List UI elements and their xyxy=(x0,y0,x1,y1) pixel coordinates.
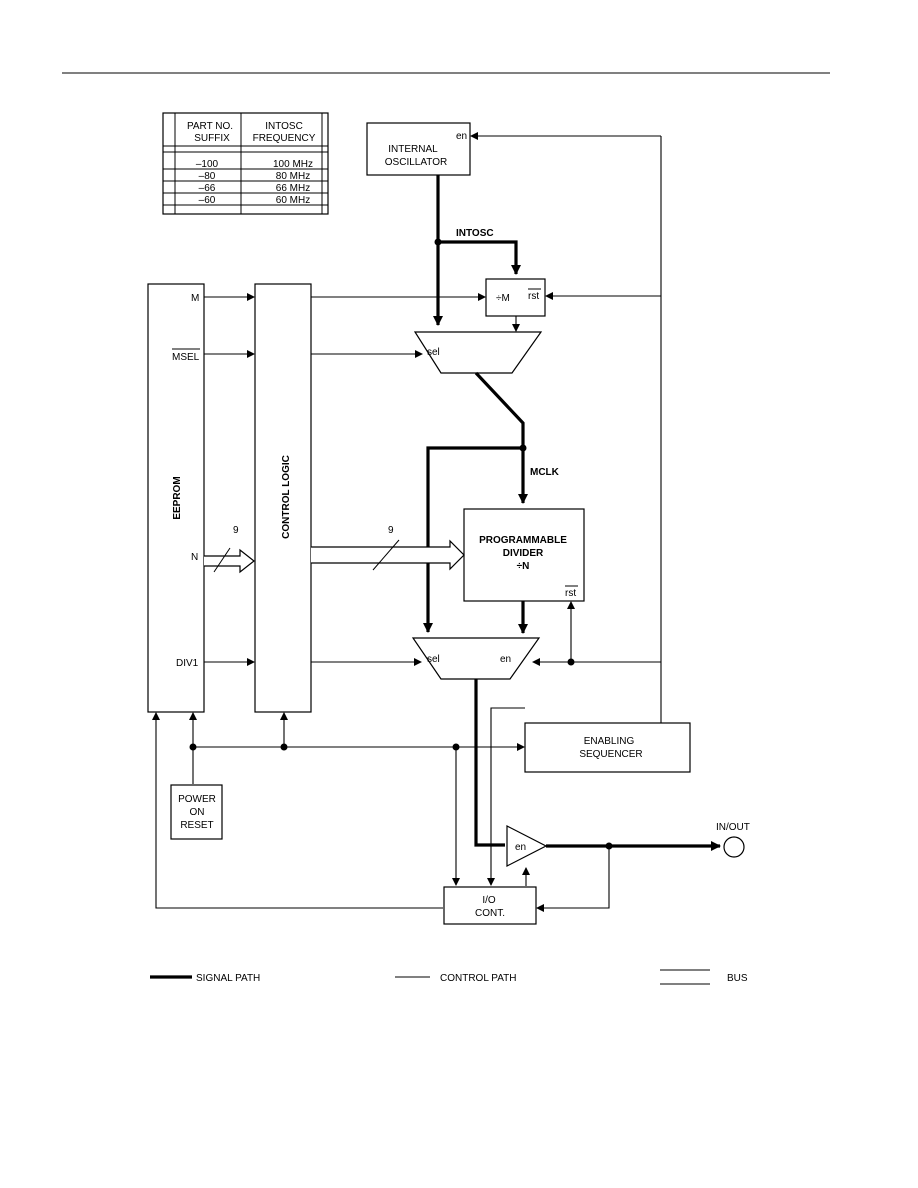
intosc-to-divm xyxy=(438,240,521,275)
n-bus-control: 9 xyxy=(311,525,465,571)
internal-oscillator-block: INTERNAL OSCILLATOR en xyxy=(366,122,471,176)
table-cell-freq-3: 66 MHz xyxy=(276,183,310,194)
buffer-en-label: en xyxy=(515,842,526,853)
table-header-part-line2: SUFFIX xyxy=(194,133,230,144)
table-cell-suffix-2: –80 xyxy=(199,171,216,182)
legend-bus-label: BUS xyxy=(727,973,748,984)
eeprom-port-n: N xyxy=(191,552,198,563)
table-cell-suffix-1: –100 xyxy=(196,159,219,170)
intosc-label: INTOSC xyxy=(456,228,494,239)
oscillator-label-line1: INTERNAL xyxy=(388,144,438,155)
divider-label-line3: ÷N xyxy=(517,561,530,572)
table-cell-freq-1: 100 MHz xyxy=(273,159,313,170)
divide-by-m-block: ÷M rst xyxy=(485,278,546,317)
eeprom-port-div1: DIV1 xyxy=(176,658,199,669)
n-bus-eeprom: 9 xyxy=(204,525,255,574)
table-header-freq-line2: FREQUENCY xyxy=(253,133,316,144)
por-label-line3: RESET xyxy=(180,820,213,831)
table-header-freq-line1: INTOSC xyxy=(265,121,303,132)
control-logic-label: CONTROL LOGIC xyxy=(281,455,292,539)
eeprom-label: EEPROM xyxy=(172,476,183,519)
reset-junction-3 xyxy=(452,743,460,751)
table-cell-freq-2: 80 MHz xyxy=(276,171,310,182)
in-out-label: IN/OUT xyxy=(716,822,750,833)
enabling-sequencer-block: ENABLING SEQUENCER xyxy=(524,722,691,773)
enable-junction xyxy=(567,658,575,666)
legend: SIGNAL PATH CONTROL PATH BUS xyxy=(150,969,748,985)
table-cell-suffix-4: –60 xyxy=(199,195,216,206)
io-cont-label-line1: I/O xyxy=(482,895,496,906)
io-cont-label-line2: CONT. xyxy=(475,908,505,919)
reset-junction-2 xyxy=(280,743,288,751)
sequencer-label-line1: ENABLING xyxy=(584,736,635,747)
legend-control-path-label: CONTROL PATH xyxy=(440,973,516,984)
top-mux-sel-label: sel xyxy=(427,347,440,358)
por-label-line1: POWER xyxy=(178,794,216,805)
oscillator-en-label: en xyxy=(456,131,467,142)
mclk-bypass xyxy=(423,446,523,633)
sequencer-to-io-cont xyxy=(487,707,525,886)
output-buffer: en xyxy=(506,825,548,867)
bottom-mux-en-label: en xyxy=(500,654,511,665)
power-on-reset-block: POWER ON RESET xyxy=(170,784,223,840)
bottom-mux-sel-label: sel xyxy=(427,654,440,665)
bus-width-label-1: 9 xyxy=(233,525,239,536)
legend-signal-path-label: SIGNAL PATH xyxy=(196,973,260,984)
oscillator-label-line2: OSCILLATOR xyxy=(385,157,447,168)
table-cell-freq-4: 60 MHz xyxy=(276,195,310,206)
divider-label-line2: DIVIDER xyxy=(503,548,544,559)
mux-out-signal xyxy=(474,679,505,847)
divm-label: ÷M xyxy=(496,293,510,304)
eeprom-block: EEPROM M MSEL N DIV1 xyxy=(147,283,205,713)
divm-rst-label: rst xyxy=(528,291,539,302)
mclk-signal xyxy=(474,371,528,504)
control-logic-block: CONTROL LOGIC xyxy=(254,283,312,713)
eeprom-port-msel: MSEL xyxy=(172,352,200,363)
bottom-mux: sel en xyxy=(411,637,541,680)
divider-rst-label: rst xyxy=(565,588,576,599)
eeprom-port-m: M xyxy=(191,293,199,304)
programmable-divider-block: PROGRAMMABLE DIVIDER ÷N rst xyxy=(463,508,585,602)
sequencer-label-line2: SEQUENCER xyxy=(579,749,642,760)
table-header-part-line1: PART NO. xyxy=(187,121,233,132)
intosc-junction xyxy=(434,238,442,246)
table-cell-suffix-3: –66 xyxy=(199,183,216,194)
mclk-label: MCLK xyxy=(530,467,560,478)
reset-junction-1 xyxy=(189,743,197,751)
io-cont-to-eeprom xyxy=(152,712,443,909)
top-mux: sel xyxy=(413,331,543,374)
io-cont-block: I/O CONT. xyxy=(443,886,537,925)
por-label-line2: ON xyxy=(190,807,205,818)
part-frequency-table: PART NO. SUFFIX INTOSC FREQUENCY –100 10… xyxy=(162,112,329,215)
bus-width-label-2: 9 xyxy=(388,525,394,536)
in-out-pin[interactable] xyxy=(723,836,745,858)
divider-label-line1: PROGRAMMABLE xyxy=(479,535,567,546)
pin-feedback-to-io-cont xyxy=(536,846,610,912)
